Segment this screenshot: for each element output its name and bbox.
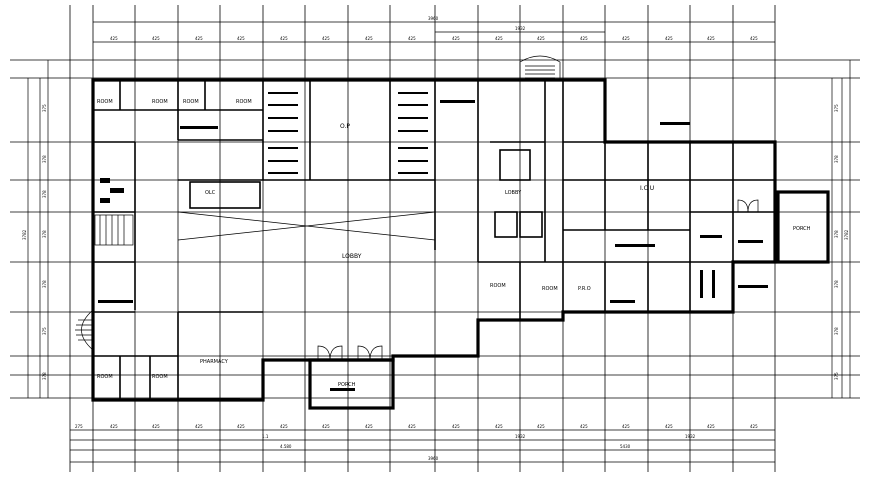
svg-text:425: 425 bbox=[408, 36, 416, 41]
svg-text:425: 425 bbox=[495, 36, 503, 41]
dim-bottom-right: 5430 bbox=[620, 444, 631, 449]
dim-bottom-sub-1: 1932 bbox=[515, 434, 526, 439]
svg-text:425: 425 bbox=[495, 424, 503, 429]
fixtures bbox=[98, 92, 768, 401]
label-op: O.P bbox=[340, 123, 350, 130]
dim-bottom-sub-2: 1932 bbox=[685, 434, 696, 439]
svg-text:425: 425 bbox=[580, 36, 588, 41]
svg-text:425: 425 bbox=[537, 424, 545, 429]
label-room-mid-2: ROOM bbox=[542, 286, 558, 292]
svg-text:425: 425 bbox=[707, 36, 715, 41]
svg-text:378: 378 bbox=[834, 230, 839, 238]
svg-text:425: 425 bbox=[408, 424, 416, 429]
svg-text:425: 425 bbox=[365, 424, 373, 429]
svg-text:378: 378 bbox=[834, 280, 839, 288]
dim-bottom-left: 4.580 bbox=[280, 444, 292, 449]
svg-text:378: 378 bbox=[834, 327, 839, 335]
svg-text:425: 425 bbox=[237, 36, 245, 41]
label-room-nw-4: ROOM bbox=[236, 99, 252, 105]
svg-text:425: 425 bbox=[322, 36, 330, 41]
dim-right-spacings: 375 378 378 378 378 375 bbox=[834, 104, 839, 380]
svg-text:425: 425 bbox=[152, 424, 160, 429]
label-olc: OLC bbox=[205, 190, 216, 196]
dim-bottom-mid: 1.1 bbox=[262, 434, 269, 439]
dim-left-total: 3782 bbox=[22, 229, 27, 240]
dim-top-sub: 1932 bbox=[515, 26, 526, 31]
svg-text:375: 375 bbox=[834, 372, 839, 380]
svg-text:375: 375 bbox=[42, 327, 47, 335]
svg-text:425: 425 bbox=[750, 424, 758, 429]
svg-text:425: 425 bbox=[322, 424, 330, 429]
svg-text:378: 378 bbox=[42, 280, 47, 288]
label-room-mid-1: ROOM bbox=[490, 283, 506, 289]
doors bbox=[317, 199, 759, 361]
svg-text:375: 375 bbox=[834, 104, 839, 112]
dimension-lines-left bbox=[27, 60, 49, 398]
svg-text:425: 425 bbox=[195, 424, 203, 429]
svg-text:425: 425 bbox=[280, 424, 288, 429]
svg-text:425: 425 bbox=[195, 36, 203, 41]
label-room-sw-1: ROOM bbox=[97, 374, 113, 380]
svg-text:425: 425 bbox=[237, 424, 245, 429]
svg-text:425: 425 bbox=[580, 424, 588, 429]
svg-text:378: 378 bbox=[834, 155, 839, 163]
stair-north bbox=[519, 55, 561, 80]
label-porch-east: PORCH bbox=[793, 226, 811, 232]
dimension-lines-right bbox=[831, 60, 851, 398]
svg-text:375: 375 bbox=[42, 104, 47, 112]
label-icu: I.C U bbox=[640, 185, 654, 192]
label-room-sw-2: ROOM bbox=[152, 374, 168, 380]
room-labels: ROOM ROOM ROOM ROOM O.P OLC LOBBY LOBBY … bbox=[97, 99, 811, 388]
label-room-nw-3: ROOM bbox=[183, 99, 199, 105]
dim-right-total: 3782 bbox=[844, 229, 849, 240]
svg-text:425: 425 bbox=[110, 424, 118, 429]
stair-west bbox=[75, 309, 94, 351]
svg-text:425: 425 bbox=[750, 36, 758, 41]
svg-text:378: 378 bbox=[42, 190, 47, 198]
label-room-nw-1: ROOM bbox=[97, 99, 113, 105]
svg-text:425: 425 bbox=[665, 36, 673, 41]
label-room-nw-2: ROOM bbox=[152, 99, 168, 105]
dim-bottom-spacings: 275 425 425 425 425 425 425 425 425 425 … bbox=[75, 424, 758, 429]
stair-service bbox=[94, 214, 134, 246]
dim-top-total: 3960 bbox=[428, 16, 439, 21]
svg-text:425: 425 bbox=[537, 36, 545, 41]
dim-left-spacings: 375 378 378 378 378 375 378 bbox=[42, 104, 47, 380]
svg-text:425: 425 bbox=[665, 424, 673, 429]
svg-text:425: 425 bbox=[452, 36, 460, 41]
svg-text:425: 425 bbox=[452, 424, 460, 429]
dim-bottom-total: 3960 bbox=[428, 456, 439, 461]
label-lobby-stair: LOBBY bbox=[505, 190, 522, 196]
dimension-lines-bottom bbox=[70, 429, 775, 463]
svg-text:425: 425 bbox=[707, 424, 715, 429]
label-lobby-main: LOBBY bbox=[342, 253, 362, 260]
svg-text:378: 378 bbox=[42, 372, 47, 380]
svg-text:425: 425 bbox=[365, 36, 373, 41]
svg-text:425: 425 bbox=[280, 36, 288, 41]
interior-walls bbox=[93, 80, 775, 400]
svg-text:425: 425 bbox=[152, 36, 160, 41]
label-porch-south: PORCH bbox=[338, 382, 356, 388]
svg-text:378: 378 bbox=[42, 230, 47, 238]
svg-text:425: 425 bbox=[622, 36, 630, 41]
svg-text:425: 425 bbox=[110, 36, 118, 41]
dim-top-spacings: 425 425 425 425 425 425 425 425 425 425 … bbox=[110, 36, 758, 41]
dimension-lines-top bbox=[93, 21, 775, 43]
svg-text:275: 275 bbox=[75, 424, 83, 429]
svg-text:378: 378 bbox=[42, 155, 47, 163]
label-pharmacy: PHARMACY bbox=[200, 359, 229, 365]
label-pro: P.R.O bbox=[578, 286, 591, 292]
svg-text:425: 425 bbox=[622, 424, 630, 429]
